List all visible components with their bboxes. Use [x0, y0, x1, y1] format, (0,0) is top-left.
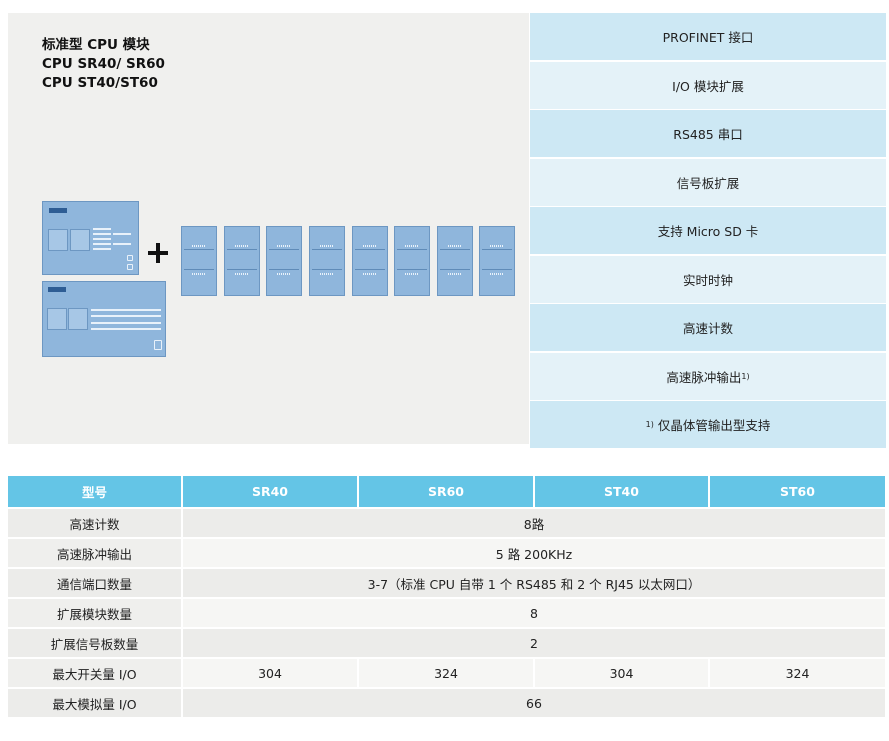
expansion-module-image [224, 226, 260, 296]
table-row: 高速脉冲输出 5 路 200KHz [8, 537, 885, 567]
row-value-sr60: 324 [359, 657, 535, 687]
expansion-module-image [266, 226, 302, 296]
feature-label: 实时时钟 [682, 272, 733, 288]
cpu-module-small-image [42, 201, 139, 275]
title-line-2: CPU SR40/ SR60 [42, 56, 165, 72]
table-row: 通信端口数量 3-7（标准 CPU 自带 1 个 RS485 和 2 个 RJ4… [8, 567, 885, 597]
expansion-module-image [181, 226, 217, 296]
footnote-marker: 1) [645, 420, 654, 429]
cpu-module-large-image [42, 281, 166, 357]
row-label: 最大模拟量 I/O [8, 687, 183, 717]
row-label: 扩展信号板数量 [8, 627, 183, 657]
feature-item: 信号板扩展 [530, 158, 886, 206]
header-sr40: SR40 [183, 476, 359, 507]
row-label: 高速计数 [8, 507, 183, 537]
header-sr60: SR60 [359, 476, 535, 507]
header-st60: ST60 [710, 476, 885, 507]
expansion-module-image [437, 226, 473, 296]
footnote-marker: 1) [741, 371, 750, 381]
feature-footnote: 1)仅晶体管输出型支持 [530, 401, 886, 448]
feature-list: PROFINET 接口 I/O 模块扩展 RS485 串口 信号板扩展 支持 M… [530, 13, 886, 448]
table-row: 高速计数 8路 [8, 507, 885, 537]
feature-label: 信号板扩展 [676, 175, 740, 191]
row-label: 通信端口数量 [8, 567, 183, 597]
plus-icon [148, 243, 168, 263]
title-line-3: CPU ST40/ST60 [42, 75, 158, 91]
expansion-module-image [309, 226, 345, 296]
row-value: 8 [183, 597, 885, 627]
table-header-row: 型号 SR40 SR60 ST40 ST60 [8, 476, 885, 507]
feature-label: I/O 模块扩展 [672, 78, 744, 94]
row-value-sr40: 304 [183, 657, 359, 687]
row-value: 2 [183, 627, 885, 657]
feature-label: 高速脉冲输出 [666, 369, 742, 385]
row-label: 最大开关量 I/O [8, 657, 183, 687]
row-label: 扩展模块数量 [8, 597, 183, 627]
row-value: 3-7（标准 CPU 自带 1 个 RS485 和 2 个 RJ45 以太网口） [183, 567, 885, 597]
feature-label: 高速计数 [682, 321, 733, 336]
row-value: 8路 [183, 507, 885, 537]
expansion-module-image [352, 226, 388, 296]
feature-item: 实时时钟 [530, 255, 886, 303]
spec-table: 型号 SR40 SR60 ST40 ST60 高速计数 8路 高速脉冲输出 5 … [8, 476, 885, 717]
feature-item: 支持 Micro SD 卡 [530, 207, 886, 254]
table-row: 最大模拟量 I/O 66 [8, 687, 885, 717]
header-st40: ST40 [535, 476, 710, 507]
footnote-text: 仅晶体管输出型支持 [657, 418, 771, 433]
header-model: 型号 [8, 476, 183, 507]
row-value-st60: 324 [710, 657, 885, 687]
row-value-st40: 304 [535, 657, 710, 687]
title-line-1: 标准型 CPU 模块 [42, 37, 150, 53]
feature-item: 高速计数 [530, 304, 886, 351]
table-row: 扩展模块数量 8 [8, 597, 885, 627]
table-row: 扩展信号板数量 2 [8, 627, 885, 657]
row-value: 66 [183, 687, 885, 717]
product-title: 标准型 CPU 模块 CPU SR40/ SR60 CPU ST40/ST60 [42, 36, 165, 93]
expansion-module-image [394, 226, 430, 296]
feature-label: RS485 串口 [673, 127, 743, 142]
table-row: 最大开关量 I/O 304 324 304 324 [8, 657, 885, 687]
expansion-module-image [479, 226, 515, 296]
feature-item: RS485 串口 [530, 110, 886, 157]
feature-label: 支持 Micro SD 卡 [657, 224, 759, 239]
feature-item: PROFINET 接口 [530, 13, 886, 60]
row-label: 高速脉冲输出 [8, 537, 183, 567]
row-value: 5 路 200KHz [183, 537, 885, 567]
feature-label: PROFINET 接口 [662, 30, 754, 45]
feature-item: I/O 模块扩展 [530, 61, 886, 109]
